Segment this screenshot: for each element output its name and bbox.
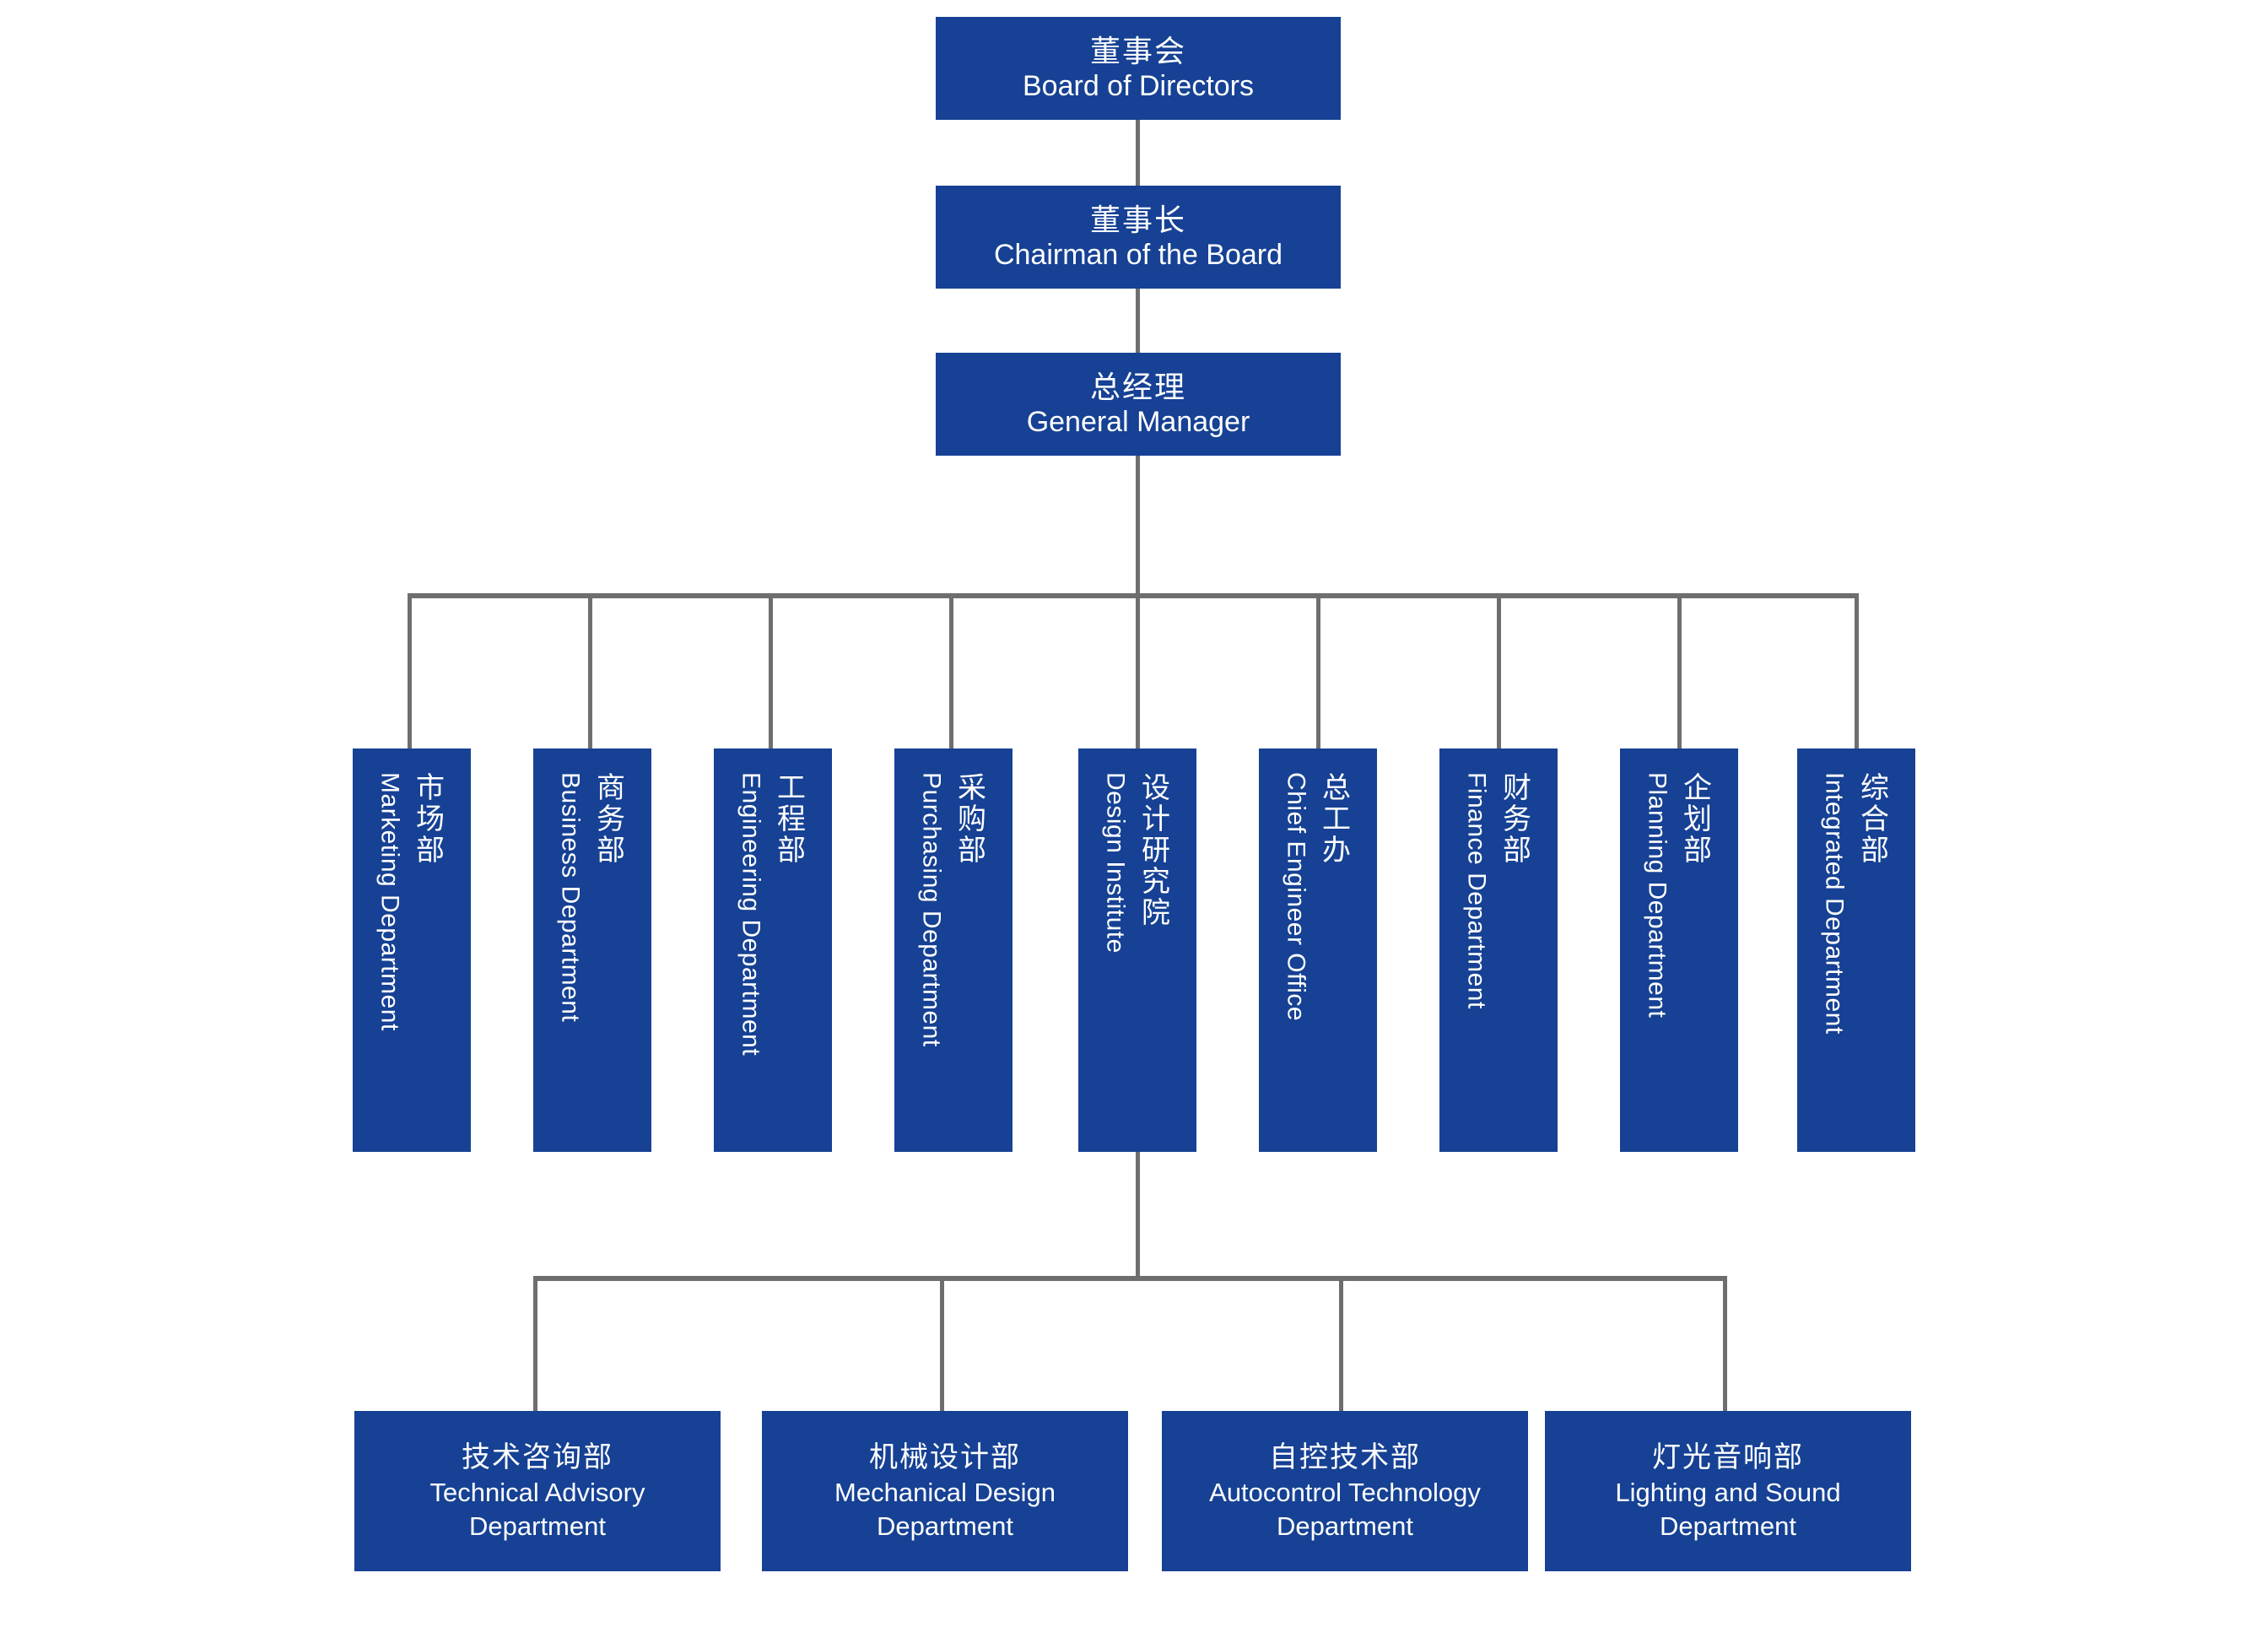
connector-bus-to-department-6 — [1316, 593, 1320, 750]
connector-bus-to-sub-department-3 — [1339, 1276, 1343, 1413]
node-label-en1: Lighting and Sound — [1615, 1477, 1841, 1507]
node-label-cn: 董事会 — [1089, 33, 1186, 68]
node-label-en: Purchasing Department — [917, 772, 946, 1047]
node-chairman-of-the-board[interactable]: 董事长 Chairman of the Board — [936, 186, 1341, 289]
node-label-en: General Manager — [1026, 406, 1250, 439]
connector-board-to-chairman — [1136, 120, 1140, 186]
node-label-cn: 财务部 — [1498, 772, 1531, 866]
node-label-en1: Mechanical Design — [834, 1477, 1056, 1507]
node-label-en: Engineering Department — [737, 772, 765, 1057]
node-label-en2: Department — [1277, 1511, 1413, 1542]
node-finance-department[interactable]: 财务部 Finance Department — [1439, 749, 1558, 1152]
node-purchasing-department[interactable]: 采购部 Purchasing Department — [894, 749, 1012, 1152]
node-label-cn: 采购部 — [953, 772, 986, 866]
node-label-en2: Department — [877, 1511, 1013, 1542]
connector-bus-to-department-2 — [588, 593, 592, 750]
node-label-en2: Department — [469, 1511, 606, 1542]
connector-bus-to-sub-department-1 — [533, 1276, 537, 1413]
node-label-cn: 企划部 — [1678, 772, 1711, 866]
node-label-en: Design Institute — [1101, 772, 1130, 954]
node-chief-engineer-office[interactable]: 总工办 Chief Engineer Office — [1259, 749, 1377, 1152]
connector-general-manager-to-bus — [1136, 456, 1140, 597]
node-label-en1: Technical Advisory — [429, 1477, 645, 1507]
node-label-en: Business Department — [556, 772, 585, 1023]
connector-bus-to-sub-department-2 — [940, 1276, 944, 1413]
node-label-en1: Autocontrol Technology — [1209, 1477, 1481, 1507]
connector-bus-to-department-5 — [1136, 593, 1140, 750]
node-label-cn: 设计研究院 — [1137, 772, 1169, 928]
node-label-en: Marketing Department — [375, 772, 404, 1031]
bus-sub-departments — [533, 1276, 1727, 1281]
node-label-en2: Department — [1660, 1511, 1796, 1542]
node-label-cn: 机械设计部 — [869, 1440, 1021, 1473]
node-label-cn: 总工办 — [1317, 772, 1350, 866]
node-general-manager[interactable]: 总经理 General Manager — [936, 353, 1341, 456]
connector-bus-to-department-9 — [1855, 593, 1859, 750]
connector-bus-to-sub-department-4 — [1723, 1276, 1727, 1413]
node-label-cn: 综合部 — [1855, 772, 1888, 866]
node-label-en: Planning Department — [1643, 772, 1671, 1019]
node-technical-advisory-department[interactable]: 技术咨询部 Technical Advisory Department — [354, 1411, 721, 1571]
node-label-cn: 商务部 — [591, 772, 624, 866]
bus-departments — [408, 593, 1859, 598]
node-label-cn: 总经理 — [1089, 369, 1186, 404]
node-label-cn: 董事长 — [1089, 202, 1186, 237]
connector-bus-to-department-4 — [949, 593, 953, 750]
node-label-en: Chief Engineer Office — [1282, 772, 1310, 1022]
node-planning-department[interactable]: 企划部 Planning Department — [1620, 749, 1738, 1152]
node-business-department[interactable]: 商务部 Business Department — [533, 749, 651, 1152]
node-lighting-and-sound-department[interactable]: 灯光音响部 Lighting and Sound Department — [1545, 1411, 1911, 1571]
connector-bus-to-department-1 — [408, 593, 412, 750]
connector-bus-to-department-8 — [1677, 593, 1682, 750]
node-label-en: Finance Department — [1462, 772, 1491, 1009]
connector-bus-to-department-7 — [1497, 593, 1501, 750]
node-design-institute[interactable]: 设计研究院 Design Institute — [1078, 749, 1196, 1152]
node-engineering-department[interactable]: 工程部 Engineering Department — [714, 749, 832, 1152]
node-label-en: Board of Directors — [1023, 70, 1254, 103]
connector-chairman-to-general-manager — [1136, 289, 1140, 353]
node-label-en: Chairman of the Board — [993, 239, 1283, 272]
node-autocontrol-technology-department[interactable]: 自控技术部 Autocontrol Technology Department — [1162, 1411, 1528, 1571]
node-label-en: Integrated Department — [1820, 772, 1849, 1035]
node-label-cn: 灯光音响部 — [1652, 1440, 1804, 1473]
node-marketing-department[interactable]: 市场部 Marketing Department — [353, 749, 471, 1152]
node-label-cn: 市场部 — [411, 772, 444, 866]
connector-design-institute-to-bus — [1136, 1152, 1140, 1280]
node-label-cn: 工程部 — [772, 772, 805, 866]
node-board-of-directors[interactable]: 董事会 Board of Directors — [936, 17, 1341, 120]
node-mechanical-design-department[interactable]: 机械设计部 Mechanical Design Department — [762, 1411, 1128, 1571]
connector-bus-to-department-3 — [769, 593, 773, 750]
node-integrated-department[interactable]: 综合部 Integrated Department — [1797, 749, 1915, 1152]
node-label-cn: 技术咨询部 — [462, 1440, 613, 1473]
node-label-cn: 自控技术部 — [1269, 1440, 1421, 1473]
